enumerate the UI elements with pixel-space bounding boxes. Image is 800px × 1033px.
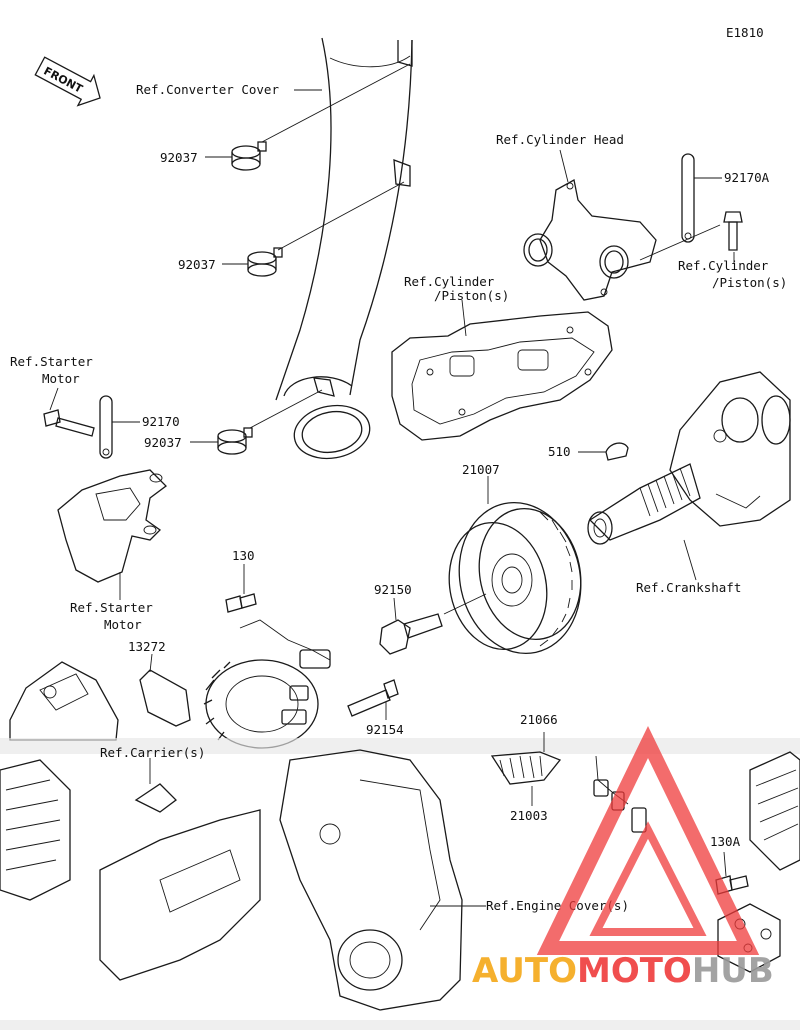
bolt-92150 <box>379 613 443 655</box>
coil-21003 <box>490 751 562 785</box>
label-92037-c: 92037 <box>144 435 182 450</box>
clamp-92037-b <box>247 247 283 277</box>
label-130a: 130A <box>710 834 741 849</box>
label-ref-cylinder-head: Ref.Cylinder Head <box>496 132 624 147</box>
right-lower-block <box>749 751 800 871</box>
svg-text:AUTOMOTOHUB: AUTOMOTOHUB <box>472 951 774 991</box>
label-ref-cylinder-mid-1: Ref.Cylinder <box>404 274 495 289</box>
watermark-logo: AUTOMOTOHUB <box>472 725 774 991</box>
cylinder-gasket <box>391 311 613 441</box>
cylinder-head-intake <box>523 178 657 301</box>
label-92037-a: 92037 <box>160 150 198 165</box>
label-ref-carrier: Ref.Carrier(s) <box>100 745 205 760</box>
bracket-13272 <box>139 669 191 727</box>
front-arrow-icon: FRONT <box>34 56 101 107</box>
converter-duct <box>275 37 413 460</box>
strap-92170a <box>681 153 695 243</box>
watermark-hub: HUB <box>692 951 774 991</box>
label-130: 130 <box>232 548 255 563</box>
watermark-auto: AUTO <box>472 951 577 991</box>
label-92170a: 92170A <box>724 170 770 185</box>
engine-cover <box>279 749 463 1011</box>
label-ref-starter-top-1: Ref.Starter <box>10 354 93 369</box>
stator <box>203 619 331 749</box>
scan-band-bottom <box>0 1020 800 1030</box>
label-92037-b: 92037 <box>178 257 216 272</box>
label-ref-starter-top-2: Motor <box>42 371 80 386</box>
rotor-21007 <box>448 501 582 655</box>
label-ref-engine-cover: Ref.Engine Cover(s) <box>486 898 629 913</box>
label-21007: 21007 <box>462 462 500 477</box>
bolt-130 <box>225 593 257 613</box>
starter-motor-bolt <box>43 409 95 437</box>
bolt-92154 <box>347 679 399 717</box>
label-ref-cylinder-right-1: Ref.Cylinder <box>678 258 769 273</box>
label-ref-starter-bot-1: Ref.Starter <box>70 600 153 615</box>
scan-band <box>0 738 800 754</box>
starter-motor-housing <box>57 469 167 583</box>
label-ref-crankshaft: Ref.Crankshaft <box>636 580 741 595</box>
label-21066: 21066 <box>520 712 558 727</box>
label-92154: 92154 <box>366 722 404 737</box>
strap-92170 <box>99 395 113 459</box>
label-13272: 13272 <box>128 639 166 654</box>
clamp-92037-a <box>231 141 267 171</box>
crankshaft <box>587 371 791 545</box>
label-ref-starter-bot-2: Motor <box>104 617 142 632</box>
clamp-92037-c <box>217 427 253 455</box>
front-label: FRONT <box>42 64 86 95</box>
left-engine-block <box>9 661 119 741</box>
carrier <box>0 759 261 981</box>
label-ref-converter-cover: Ref.Converter Cover <box>136 82 279 97</box>
label-92170: 92170 <box>142 414 180 429</box>
label-21003: 21003 <box>510 808 548 823</box>
diagram-id: E1810 <box>726 25 764 40</box>
label-ref-cylinder-mid-2: /Piston(s) <box>434 288 509 303</box>
label-92150: 92150 <box>374 582 412 597</box>
key-510 <box>605 442 629 461</box>
bolt-cylinder-piston-right <box>723 211 743 251</box>
label-ref-cylinder-right-2: /Piston(s) <box>712 275 787 290</box>
label-510: 510 <box>548 444 571 459</box>
watermark-moto: MOTO <box>577 951 692 991</box>
